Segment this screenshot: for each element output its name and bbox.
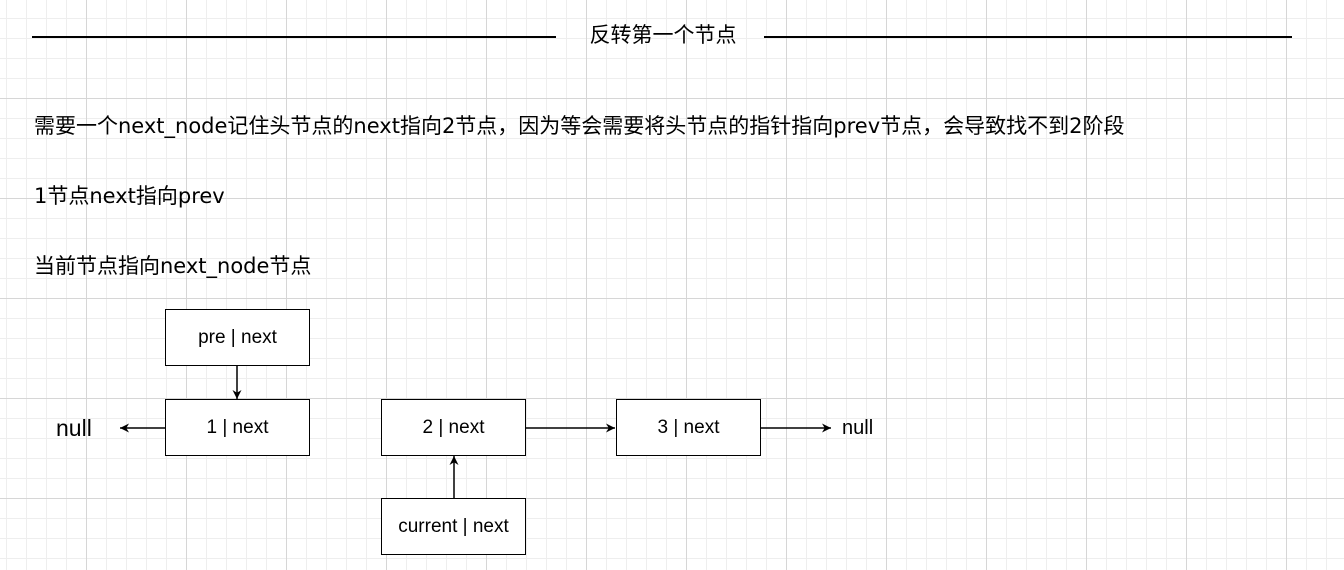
page-title: 反转第一个节点	[589, 23, 737, 47]
note-next-node: 需要一个next_node记住头节点的next指向2节点，因为等会需要将头节点的…	[34, 114, 1125, 138]
node-pre: pre | next	[165, 309, 310, 366]
title-rule-left	[32, 36, 556, 38]
node-1: 1 | next	[165, 399, 310, 456]
node-2: 2 | next	[381, 399, 526, 456]
node-3: 3 | next	[616, 399, 761, 456]
null-label-right: null	[842, 417, 874, 439]
title-rule-right	[764, 36, 1292, 38]
note-node1-prev: 1节点next指向prev	[34, 184, 225, 208]
null-label-left: null	[56, 415, 92, 441]
node-current: current | next	[381, 498, 526, 555]
note-current-next: 当前节点指向next_node节点	[34, 254, 312, 278]
